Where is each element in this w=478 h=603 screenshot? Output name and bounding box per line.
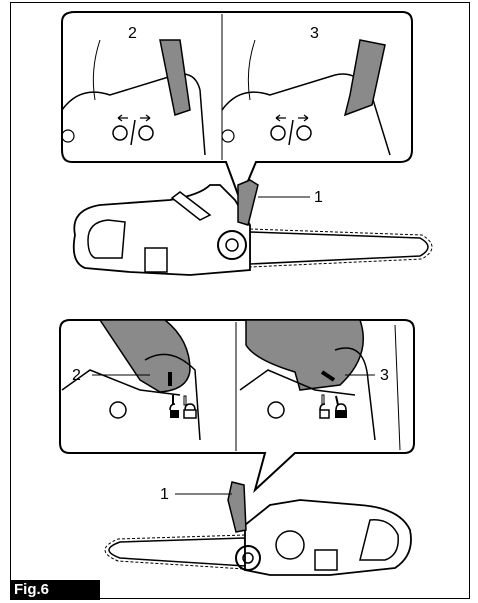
guide-bar: [249, 231, 429, 265]
brake-engage-icon: [138, 125, 154, 141]
arrow-right-icon: [298, 114, 309, 122]
lock-icon: [335, 403, 347, 411]
saw-body: [244, 499, 412, 576]
sprocket-cover: [235, 545, 261, 571]
callout-1-bottom: 1: [160, 486, 169, 503]
arrow-right-icon: [140, 114, 151, 122]
hand-guard-icon: [343, 39, 386, 117]
saw-chain: [104, 534, 246, 570]
hand-guard-icon: [227, 481, 247, 533]
saw-chain: [249, 228, 433, 268]
lock-icon: [184, 403, 196, 411]
rear-handle: [359, 519, 399, 561]
sprocket-cover: [217, 230, 247, 260]
figure-frame: [10, 2, 470, 599]
battery: [314, 549, 338, 571]
saw-body: [72, 184, 251, 276]
bottom-chainsaw: 1: [104, 481, 412, 576]
hand-guard-icon: [245, 319, 364, 391]
top-right-guard-view: [221, 39, 391, 156]
callout-3-bottom: 3: [380, 367, 389, 384]
brake-release-icon: [112, 125, 128, 141]
brake-release-icon: [270, 125, 286, 141]
unlock-icon: [169, 403, 176, 411]
hand-guard-icon: [237, 179, 259, 226]
arrow-left-icon: [275, 114, 286, 122]
arrow-left-icon: [117, 114, 128, 122]
figure-label: Fig.6: [10, 580, 100, 600]
unlock-icon: [319, 403, 326, 411]
callout-2-top: 2: [128, 25, 137, 42]
brake-engage-icon: [296, 125, 312, 141]
front-handle: [170, 191, 212, 221]
hand-guard-icon: [98, 319, 191, 393]
bottom-right-lock-view: [239, 319, 401, 451]
hand-guard-icon: [159, 39, 191, 116]
callout-3-top: 3: [310, 25, 319, 42]
rear-handle: [87, 219, 126, 259]
top-chainsaw: 1: [72, 179, 433, 276]
bottom-detail-panel: 2 3: [59, 319, 415, 494]
callout-2-bottom: 2: [72, 367, 81, 384]
top-left-guard-view: [61, 39, 206, 156]
callout-1-top: 1: [314, 189, 323, 206]
guide-bar: [108, 537, 246, 567]
top-detail-panel: 2 3: [61, 11, 413, 203]
battery: [144, 247, 168, 273]
bottom-left-lock-view: [61, 319, 201, 441]
